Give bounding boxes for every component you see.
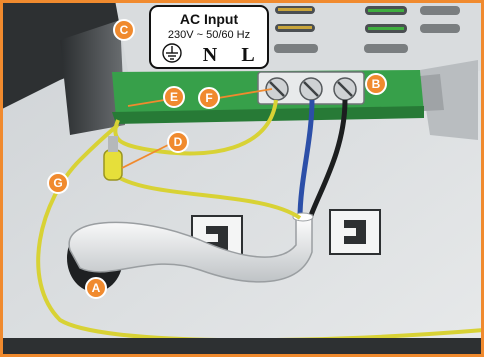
vent-slots <box>274 6 460 53</box>
terminal-label-l: L <box>241 44 254 66</box>
svg-text:A: A <box>92 281 101 295</box>
ac-input-title: AC Input <box>180 11 239 27</box>
svg-text:G: G <box>53 176 62 190</box>
ac-input-label: AC Input 230V ~ 50/60 Hz N L <box>149 5 269 69</box>
callout-e: E <box>163 86 185 108</box>
svg-text:F: F <box>205 91 212 105</box>
terminal-label-n: N <box>203 44 218 66</box>
svg-text:E: E <box>170 90 178 104</box>
callout-g: G <box>47 172 69 194</box>
terminal-block <box>257 71 365 105</box>
mounting-bracket-left <box>60 20 125 135</box>
live-wire <box>307 99 348 219</box>
callout-d: D <box>167 131 189 153</box>
svg-text:C: C <box>120 23 129 37</box>
callout-a: A <box>85 277 107 299</box>
ac-input-spec: 230V ~ 50/60 Hz <box>168 29 250 41</box>
wall-slot-right <box>329 209 381 255</box>
neutral-wire <box>297 99 315 219</box>
svg-text:D: D <box>174 135 183 149</box>
callout-c: C <box>113 19 135 41</box>
callout-b: B <box>365 73 387 95</box>
earth-ground-icon <box>162 43 182 63</box>
svg-text:B: B <box>372 77 381 91</box>
callout-f: F <box>198 87 220 109</box>
crimp-lug <box>103 149 123 181</box>
